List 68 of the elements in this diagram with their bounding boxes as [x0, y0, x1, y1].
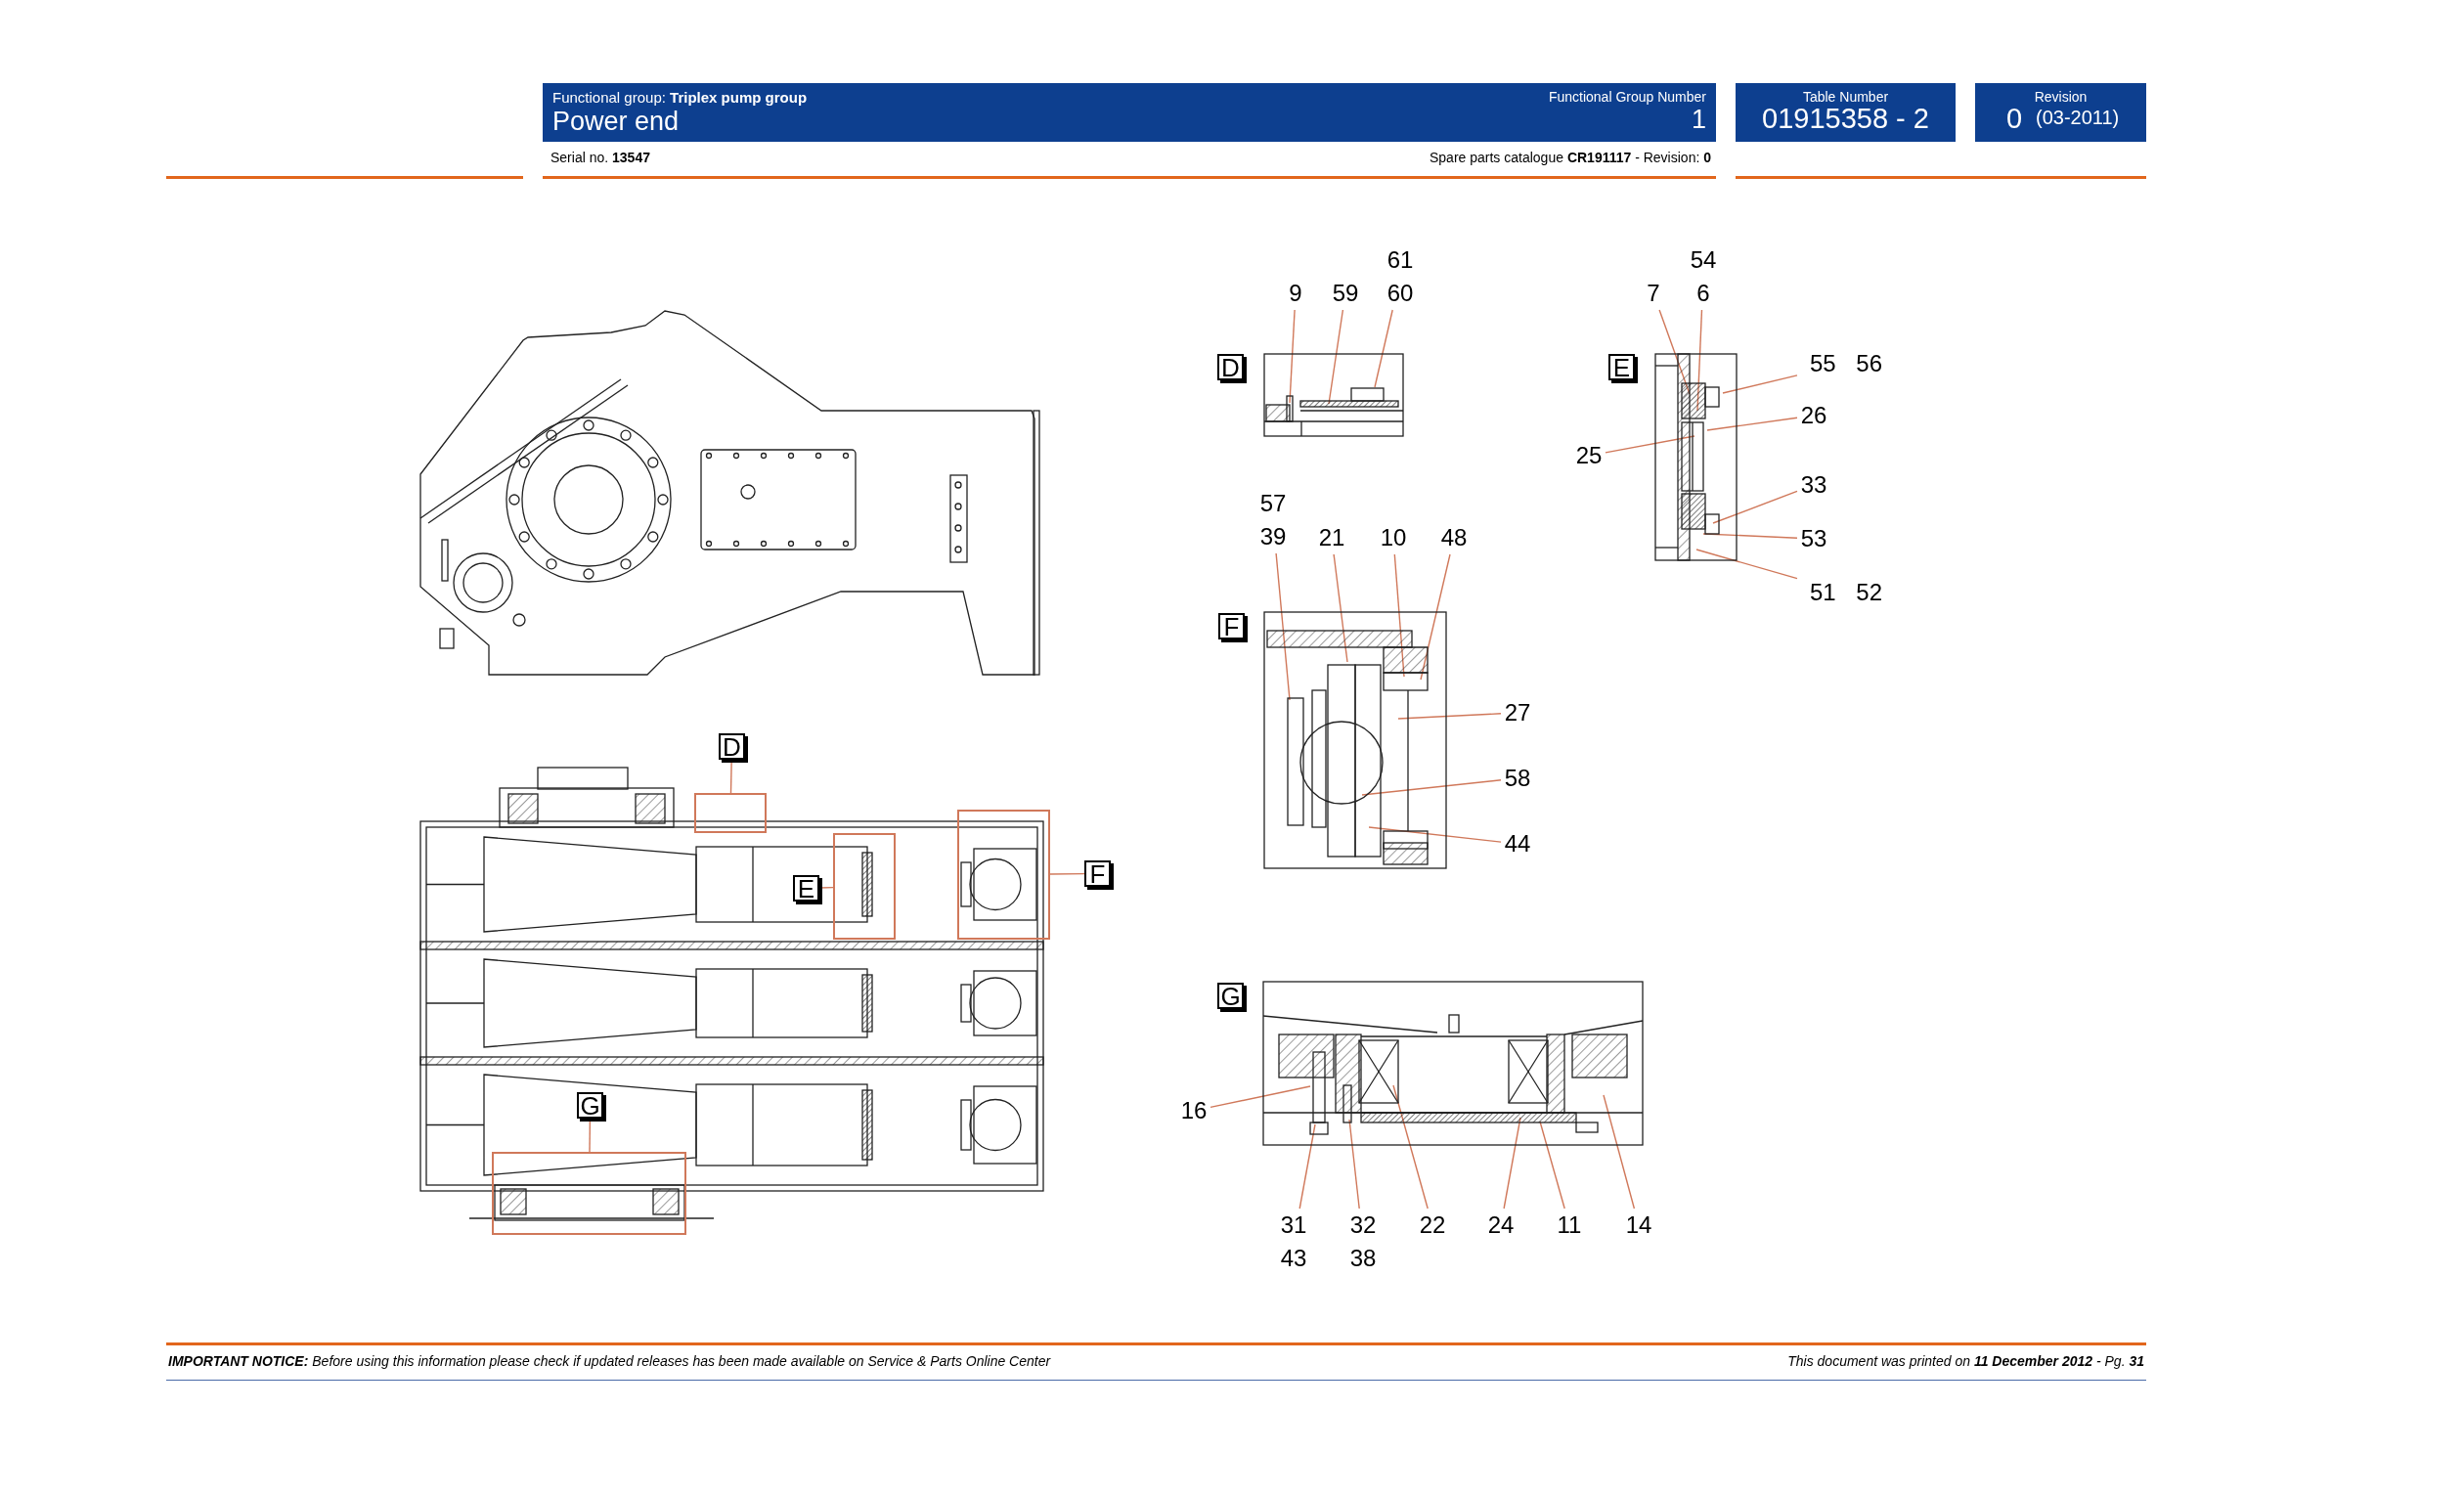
detail-letter-tag: F	[1218, 613, 1245, 639]
revision-date: (03-2011)	[2036, 107, 2120, 129]
callout-number: 48	[1437, 521, 1471, 554]
detail-letter-tag: E	[1608, 354, 1635, 380]
detail-letter-tag: G	[577, 1092, 603, 1119]
field-caption: Revision	[2033, 89, 2089, 105]
callout-number: 31 43	[1277, 1209, 1310, 1275]
leader-line	[1397, 713, 1502, 720]
field-caption: Table Number	[1801, 89, 1890, 105]
table-number: 01915358 - 2	[1761, 103, 1930, 135]
callout-number: 32 38	[1346, 1209, 1380, 1275]
callout-number: 24	[1484, 1209, 1518, 1242]
callout-number: 7	[1637, 277, 1670, 310]
callout-number: 57 39	[1256, 487, 1290, 553]
callout-number: 16	[1177, 1094, 1210, 1127]
callout-number: 44	[1501, 827, 1534, 860]
leader-line	[1210, 1085, 1311, 1109]
callout-number: 14	[1622, 1209, 1655, 1242]
print-date-text: This document was printed on 11 December 2012 - Pg. 31	[1787, 1353, 2144, 1369]
detail-frame	[833, 833, 896, 940]
callout-number: 59	[1329, 277, 1362, 310]
catalogue-text: Spare parts catalogue CR191117 - Revision: 0	[1430, 150, 1711, 165]
leader-line	[1289, 309, 1296, 404]
leader-line	[1539, 1121, 1565, 1210]
detail-frame	[492, 1152, 686, 1235]
callout-number: 27	[1501, 696, 1534, 729]
leader-line	[1374, 309, 1393, 388]
leader-line	[1706, 417, 1798, 431]
callout-number: 10	[1377, 521, 1410, 554]
callout-number: 55 56	[1797, 347, 1895, 380]
revision-number: 0	[2006, 103, 2023, 135]
callout-number: 51 52	[1797, 576, 1895, 609]
callout-number: 11	[1553, 1209, 1586, 1242]
notice-text: IMPORTANT NOTICE: Before using this information please check if updated releases has been made available on Service & Parts Online Center	[168, 1353, 1051, 1369]
detail-letter-tag: D	[1217, 354, 1244, 380]
leader-line	[1348, 1119, 1360, 1210]
callout-number: 53	[1797, 522, 1830, 555]
page-title: Power end	[552, 107, 680, 137]
leader-line	[1605, 435, 1695, 454]
detail-letter-tag: G	[1217, 983, 1244, 1009]
leader-line	[1603, 1094, 1636, 1210]
callout-number: 33	[1797, 468, 1830, 502]
leader-line	[1722, 374, 1798, 394]
leader-line	[1298, 1123, 1316, 1210]
serial-number-text: Serial no. 13547	[550, 150, 650, 165]
callout-number: 61 60	[1384, 243, 1417, 310]
leader-line	[1712, 490, 1798, 524]
detail-letter-tag: F	[1084, 860, 1111, 887]
detail-letter-tag: E	[793, 875, 819, 902]
field-caption: Functional Group Number	[1548, 89, 1706, 105]
detail-letter-tag: D	[719, 733, 745, 760]
detail-frame	[694, 793, 767, 833]
detail-frame	[957, 810, 1050, 940]
callout-number: 25	[1572, 439, 1606, 472]
leader-line	[1368, 826, 1502, 843]
leader-line	[1361, 779, 1502, 796]
callout-number: 54 6	[1687, 243, 1720, 310]
leader-line	[1275, 552, 1291, 701]
callout-number: 58	[1501, 762, 1534, 795]
group-number: 1	[1691, 105, 1706, 135]
callout-number: 9	[1279, 277, 1312, 310]
callout-number: 26	[1797, 399, 1830, 432]
functional-group-text: Functional group: Triplex pump group	[552, 89, 808, 106]
callout-number: 22	[1416, 1209, 1449, 1242]
callout-number: 21	[1315, 521, 1348, 554]
leader-line	[1695, 549, 1798, 580]
leader-line	[1392, 1084, 1429, 1210]
leader-line	[1049, 872, 1085, 875]
